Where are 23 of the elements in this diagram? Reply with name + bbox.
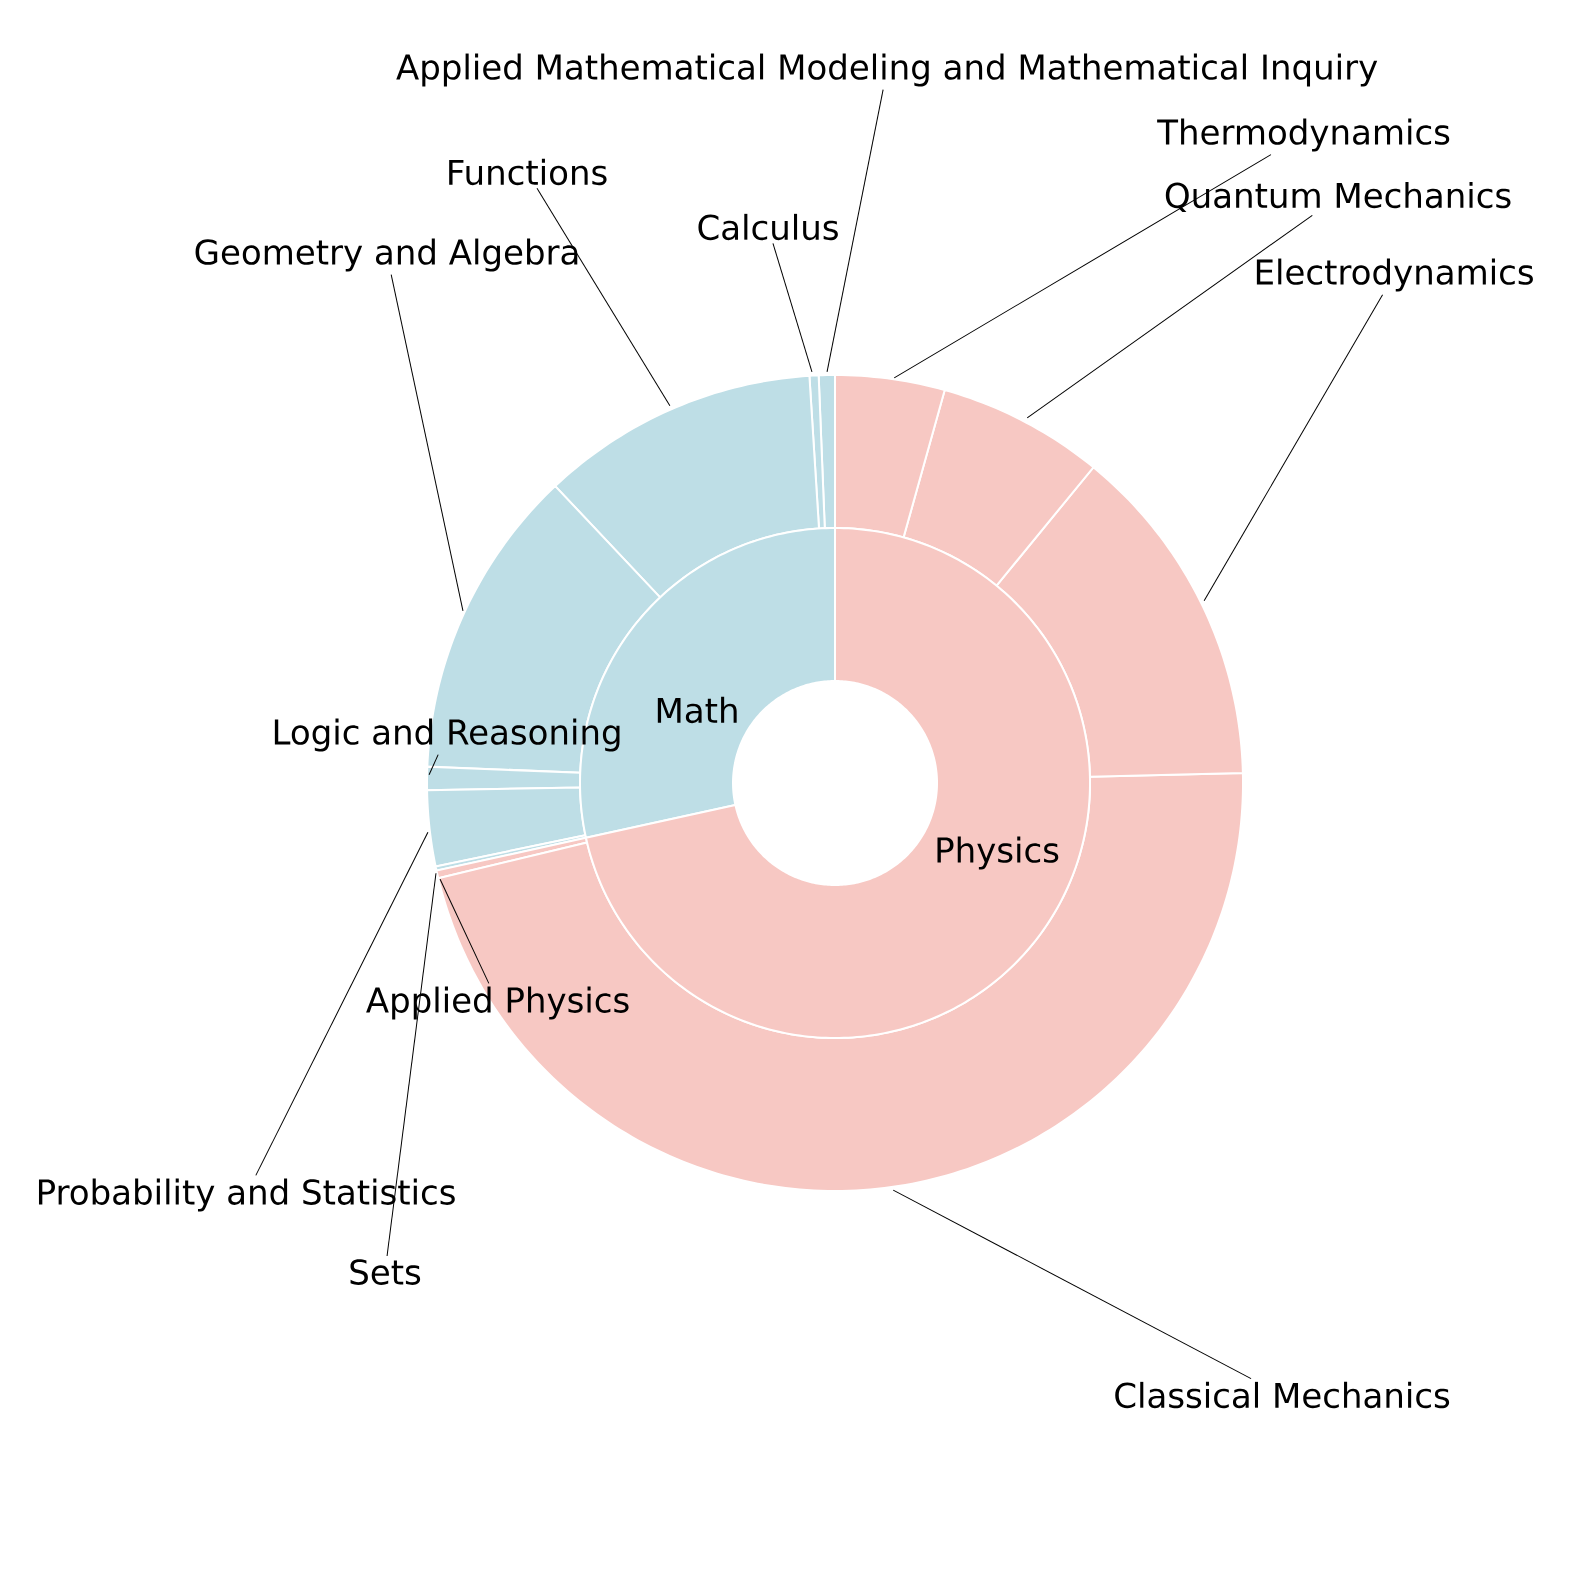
leader-line (386, 872, 437, 1257)
segment-label: Classical Mechanics (1115, 1381, 1450, 1409)
leader-line (439, 878, 490, 984)
segment-label: Functions (449, 158, 607, 186)
leader-line (826, 89, 884, 373)
segment-label: Geometry and Algebra (195, 238, 578, 272)
segment-label: Sets (350, 1259, 421, 1285)
segment-label: Calculus (698, 213, 838, 241)
leader-line (536, 187, 671, 407)
segment-label: Electrodynamics (1256, 258, 1533, 292)
ring-segment (426, 786, 587, 868)
leader-line (255, 831, 429, 1176)
segment-label: Thermodynamics (1157, 118, 1450, 152)
leader-line (1026, 214, 1313, 419)
ring-segment (834, 374, 946, 539)
leader-line (390, 274, 464, 612)
ring-segment (426, 765, 582, 792)
leader-line (428, 754, 439, 776)
leader-line (1203, 294, 1384, 602)
leader-line (892, 1189, 1252, 1380)
leader-line (893, 154, 1272, 379)
segment-label: Applied Mathematical Modeling and Mathematical Inquiry (396, 53, 1378, 87)
leader-line (772, 242, 813, 373)
